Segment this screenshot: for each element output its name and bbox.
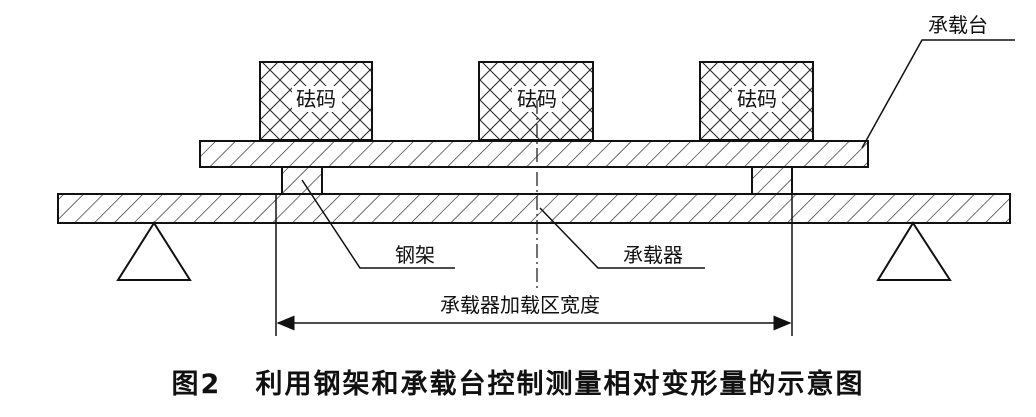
weight-3: 砝码: [699, 61, 814, 141]
support-left: [116, 221, 192, 281]
figure-caption-text: 利用钢架和承载台控制测量相对变形量的示意图: [255, 369, 865, 400]
steel-frame-leader: [301, 179, 455, 269]
carrier-label: 承载器: [623, 243, 683, 267]
weight-3-label: 砝码: [737, 87, 777, 111]
support-right: [876, 221, 952, 281]
steel-frame-right: [751, 166, 793, 195]
weight-1: 砝码: [259, 61, 373, 141]
figure-caption: 图2 利用钢架和承载台控制测量相对变形量的示意图: [0, 362, 1036, 401]
weight-1-label: 砝码: [296, 87, 336, 111]
platform-label: 承载台: [928, 13, 988, 37]
weight-2: 砝码: [478, 61, 594, 141]
steel-frame-label: 钢架: [395, 243, 435, 267]
loading-platform: [199, 140, 869, 168]
carrier-beam: [57, 193, 1011, 224]
loading-width-label: 承载器加载区宽度: [440, 293, 600, 317]
carrier-leader: [539, 207, 705, 269]
figure-number: 图2: [171, 369, 222, 400]
platform-leader: [861, 39, 1015, 149]
